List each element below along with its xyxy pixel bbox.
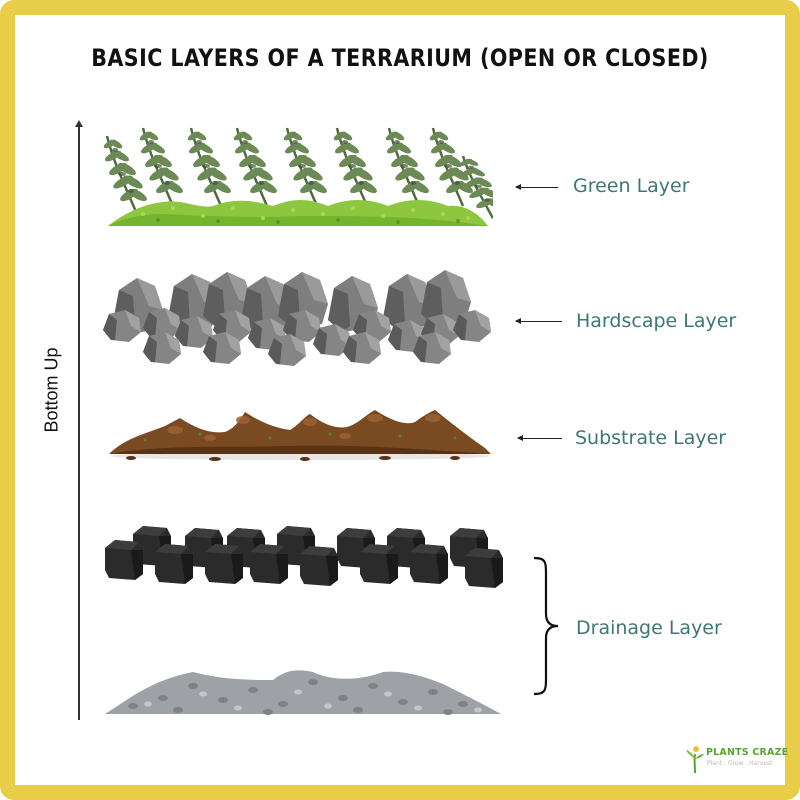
bottom-up-axis-line [78,124,80,720]
rocks-illustration [103,270,491,366]
arrow-left-icon [517,435,562,441]
logo-tagline: Plant . Grow . Harvest [707,760,773,767]
soil-illustration [109,410,491,461]
curly-brace-icon [533,556,559,696]
plants-craze-logo: PLANTS CRAZE Plant . Grow . Harvest [686,745,789,775]
pebbles-illustration [105,670,501,715]
logo-name: PLANTS CRAZE [706,747,789,758]
page-title: BASIC LAYERS OF A TERRARIUM (OPEN OR CLO… [91,44,709,72]
green-layer-label: Green Layer [573,175,690,197]
arrow-left-icon [515,318,562,324]
arrow-left-icon [515,184,558,190]
axis-label: Bottom Up [41,347,62,433]
moss-and-fern-illustration [103,126,493,226]
arrow-up-icon [75,120,83,127]
sprout-person-icon [686,746,704,774]
hardscape-layer-label: Hardscape Layer [576,310,737,332]
charcoal-illustration [105,526,503,588]
substrate-layer-label: Substrate Layer [575,427,727,449]
drainage-layer-label: Drainage Layer [576,617,722,639]
